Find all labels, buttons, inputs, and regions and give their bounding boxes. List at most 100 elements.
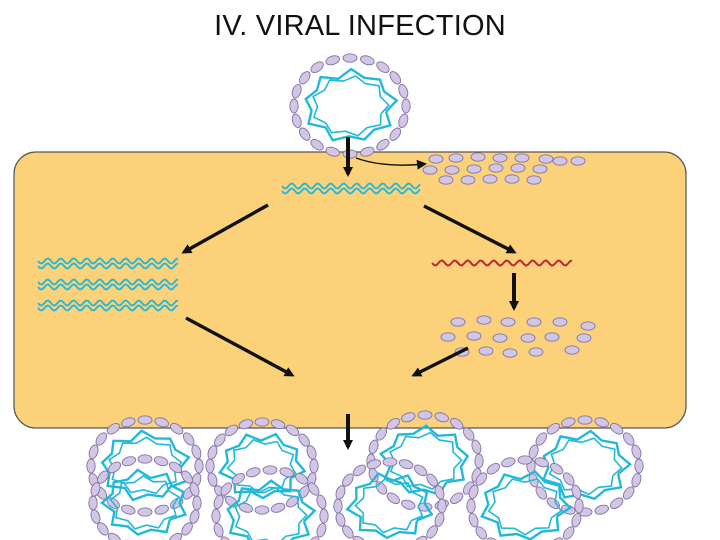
capsid-protein-icon — [450, 418, 464, 430]
capsid-protein-icon — [307, 482, 320, 496]
capsid-protein-icon — [325, 146, 340, 157]
capsid-protein-icon — [262, 465, 278, 475]
capsid-protein-icon — [106, 423, 120, 435]
capsid-protein-icon — [471, 439, 482, 455]
capsid-protein-icon — [181, 522, 193, 536]
rna-strand-icon — [108, 436, 183, 495]
capsid-protein-icon — [434, 412, 449, 423]
virus-particle-icon — [86, 415, 204, 517]
capsid-protein-icon — [279, 467, 294, 478]
capsid-protein-icon — [254, 417, 270, 427]
rna-strand-icon — [312, 75, 390, 137]
capsid-protein-icon — [444, 165, 460, 175]
capsid-protein-icon — [526, 175, 542, 185]
rna-strand-icon — [304, 67, 399, 142]
capsid-protein-icon — [360, 55, 375, 66]
capsid-protein-icon — [107, 532, 122, 540]
viral-rna-genome — [281, 182, 421, 190]
capsid-protein-icon — [434, 485, 445, 500]
capsid-protein-icon — [514, 153, 530, 163]
capsid-protein-icon — [375, 427, 388, 441]
assembly-arrow-left — [185, 316, 295, 377]
capsid-protein-icon — [622, 486, 635, 500]
capsid-protein-icon — [437, 498, 447, 514]
capsid-protein-icon — [189, 482, 200, 497]
capsid-protein-icon — [298, 433, 310, 447]
capsid-protein-icon — [310, 139, 324, 151]
capsid-protein-icon — [168, 532, 183, 540]
capsid-protein-icon — [501, 457, 516, 468]
assembly-arrow-right — [411, 346, 469, 377]
capsid-protein-icon — [450, 492, 464, 504]
capsid-protein-icon — [121, 504, 136, 515]
capsid-protein-icon — [571, 512, 582, 528]
capsid-protein-icon — [502, 348, 518, 358]
capsid-protein-icon — [610, 497, 624, 509]
capsid-protein-icon — [535, 432, 548, 446]
capsid-protein-icon — [389, 127, 402, 141]
capsid-protein-icon — [238, 419, 254, 430]
capsid-protein-icon — [107, 461, 122, 474]
capsid-protein-icon — [517, 455, 533, 465]
virus-particle-icon — [466, 455, 584, 540]
capsid-protein-icon — [121, 417, 136, 428]
capsid-protein-icon — [550, 537, 564, 540]
capsid-protein-icon — [285, 424, 300, 437]
capsid-protein-icon — [544, 332, 560, 342]
capsid-protein-icon — [552, 156, 568, 166]
virus-particle-icon — [289, 53, 411, 159]
capsid-protein-icon — [191, 444, 202, 460]
capsid-protein-icon — [246, 467, 261, 478]
capsid-protein-icon — [564, 345, 580, 355]
capsid-protein-icon — [532, 164, 548, 174]
slide-title: IV. VIRAL INFECTION — [214, 10, 506, 42]
capsid-protein-icon — [478, 346, 494, 356]
capsid-protein-icon — [368, 439, 379, 455]
capsid-protein-icon — [270, 419, 286, 430]
capsid-protein-icon — [386, 492, 400, 504]
capsid-protein-icon — [468, 484, 479, 500]
capsid-protein-icon — [398, 83, 409, 99]
capsid-protein-icon — [440, 332, 456, 342]
capsid-protein-icon — [342, 525, 354, 539]
capsid-protein-icon — [492, 153, 508, 163]
capsid-protein-icon — [298, 71, 311, 85]
rna-strand-icon — [345, 472, 434, 540]
capsid-protein-icon — [270, 502, 286, 513]
rna-strand-icon — [109, 475, 180, 530]
capsid-protein-icon — [316, 494, 327, 510]
capsid-protein-icon — [434, 512, 445, 527]
capsid-protein-icon — [470, 152, 486, 162]
capsid-protein-icon — [295, 473, 309, 485]
capsid-protein-icon — [376, 61, 390, 73]
capsid-protein-icon — [213, 494, 224, 510]
capsid-protein-icon — [594, 417, 609, 428]
rna-strand-icon — [226, 438, 297, 494]
capsid-protein-icon — [561, 417, 576, 428]
rna-strand-icon — [226, 479, 317, 540]
rna-strand-icon — [354, 478, 424, 534]
capsid-protein-icon — [207, 472, 218, 487]
capsid-protein-icon — [319, 508, 329, 524]
capsid-protein-icon — [448, 153, 464, 163]
capsid-protein-icon — [426, 473, 438, 487]
capsid-protein-icon — [622, 432, 635, 446]
capsid-protein-icon — [426, 525, 438, 539]
capsid-protein-icon — [546, 423, 560, 435]
virus-particle-icon — [526, 415, 644, 517]
capsid-protein-icon — [580, 321, 596, 331]
capsid-protein-icon — [335, 485, 346, 500]
viral-rna-genome — [281, 187, 421, 195]
capsid-protein-icon — [520, 333, 536, 343]
capsid-protein-icon — [398, 113, 409, 129]
capsid-protein-icon — [422, 165, 438, 175]
capsid-protein-icon — [476, 315, 492, 325]
capsid-protein-icon — [413, 535, 428, 540]
capsid-protein-icon — [88, 444, 99, 460]
capsid-protein-icon — [500, 317, 516, 327]
capsid-protein-icon — [401, 412, 416, 423]
capsid-protein-icon — [562, 526, 575, 540]
capsid-protein-icon — [224, 424, 239, 437]
capsid-protein-icon — [137, 415, 153, 425]
capsid-protein-icon — [310, 61, 324, 73]
